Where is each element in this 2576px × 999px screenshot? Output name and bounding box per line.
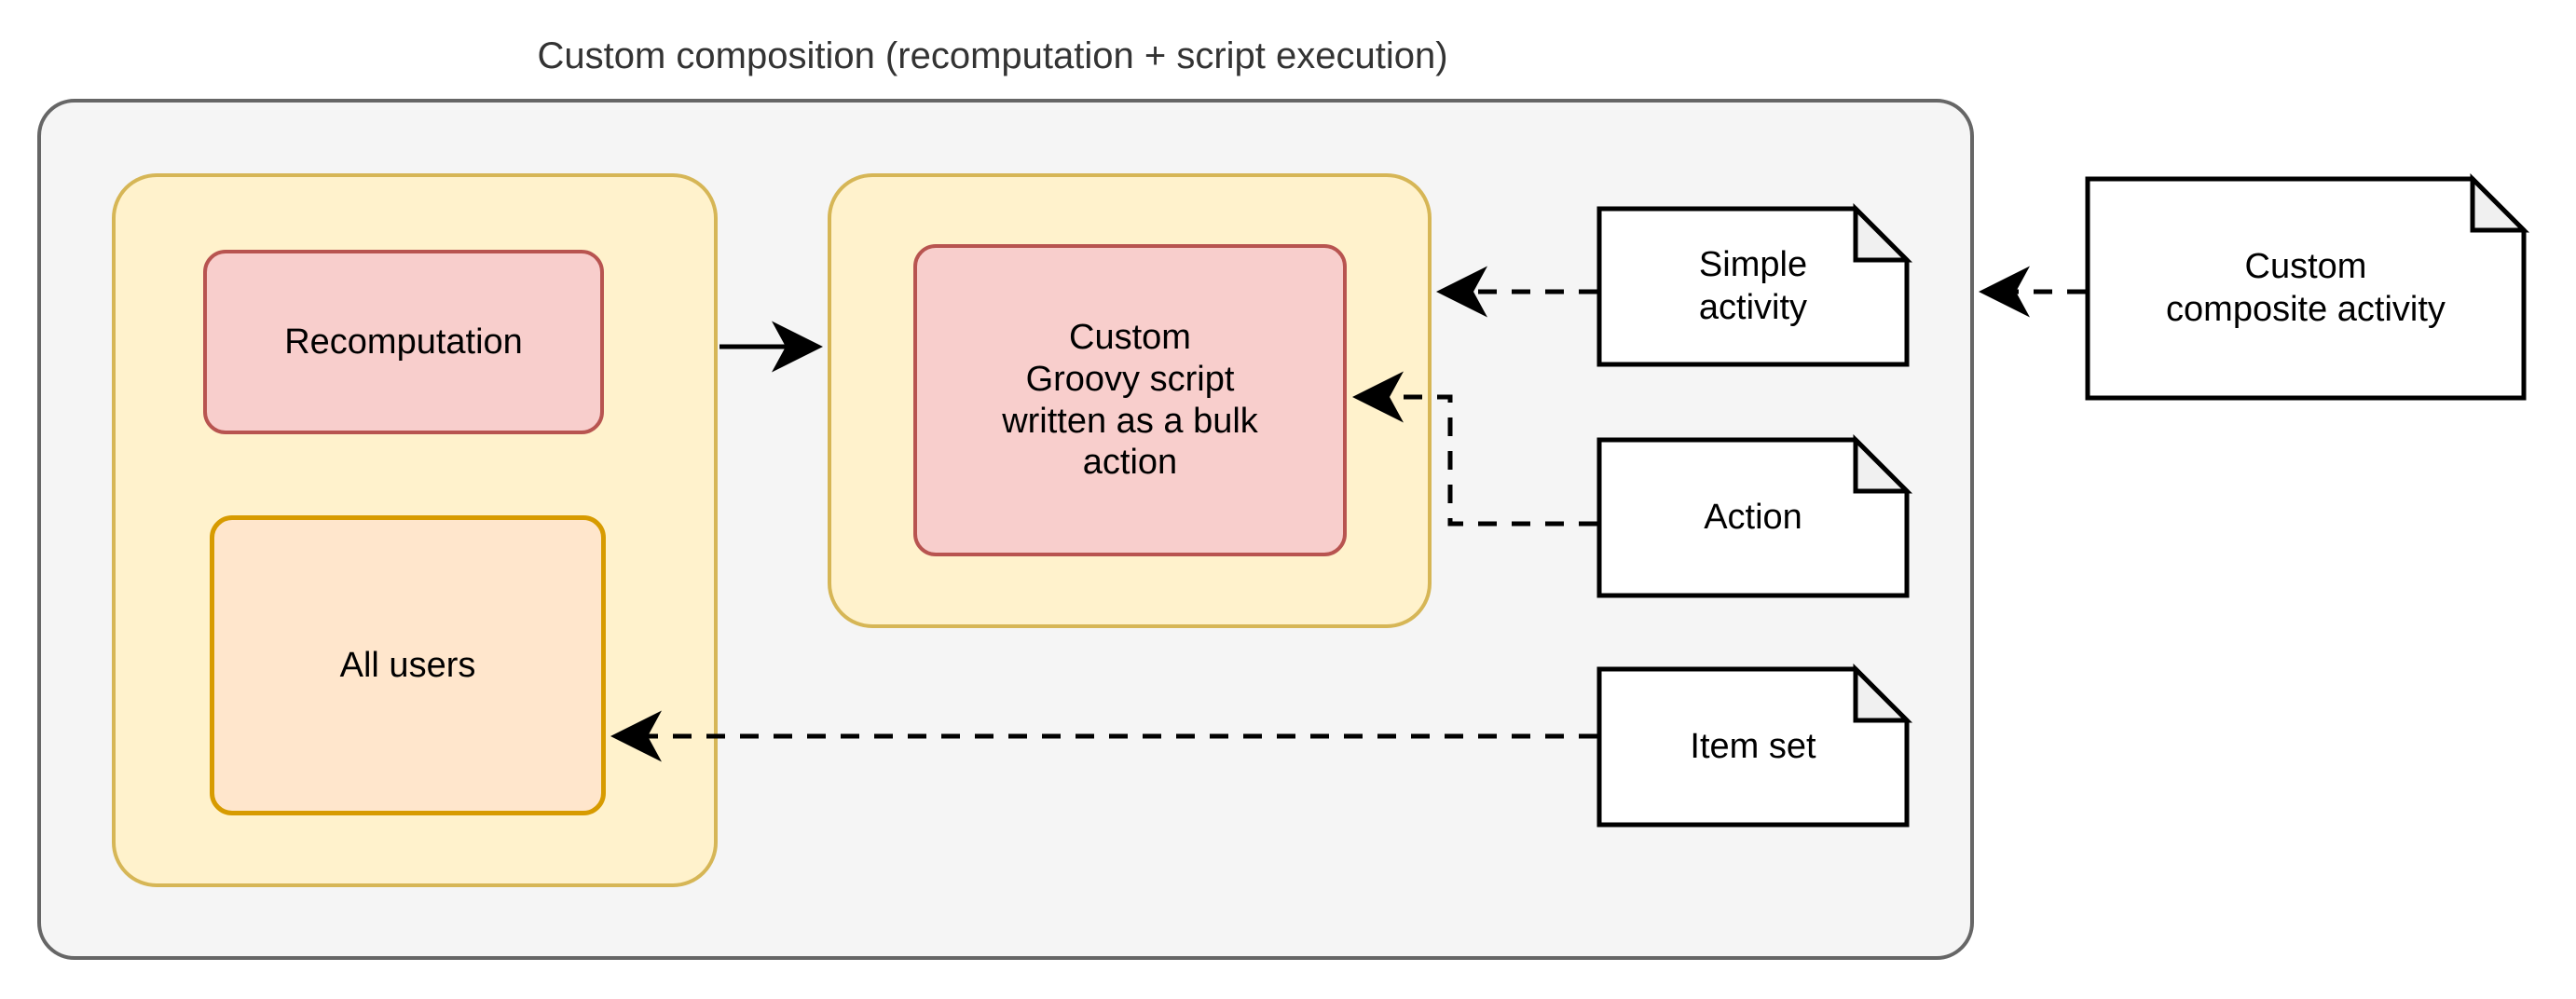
node-all-users-label: All users <box>339 645 476 685</box>
node-recomputation[interactable]: Recomputation <box>203 250 604 434</box>
note-shape-icon <box>2085 172 2530 401</box>
node-all-users[interactable]: All users <box>210 515 606 815</box>
node-groovy-script-line-1: Custom <box>1069 317 1191 357</box>
note-action[interactable]: Action <box>1596 433 1913 598</box>
diagram-title: Custom composition (recomputation + scri… <box>537 35 1448 76</box>
node-groovy-script-label: Custom Groovy script written as a bulk a… <box>1002 317 1258 484</box>
note-custom-composite-activity[interactable]: Custom composite activity <box>2085 172 2530 401</box>
node-groovy-script[interactable]: Custom Groovy script written as a bulk a… <box>913 244 1347 556</box>
node-groovy-script-line-2: Groovy script <box>1025 359 1235 399</box>
node-groovy-script-line-4: action <box>1082 443 1178 483</box>
note-shape-icon <box>1596 663 1913 828</box>
node-recomputation-label: Recomputation <box>284 322 523 362</box>
node-groovy-script-line-3: written as a bulk <box>1002 401 1258 441</box>
note-shape-icon <box>1596 433 1913 598</box>
note-simple-activity[interactable]: Simple activity <box>1596 202 1913 367</box>
note-item-set[interactable]: Item set <box>1596 663 1913 828</box>
note-shape-icon <box>1596 202 1913 367</box>
